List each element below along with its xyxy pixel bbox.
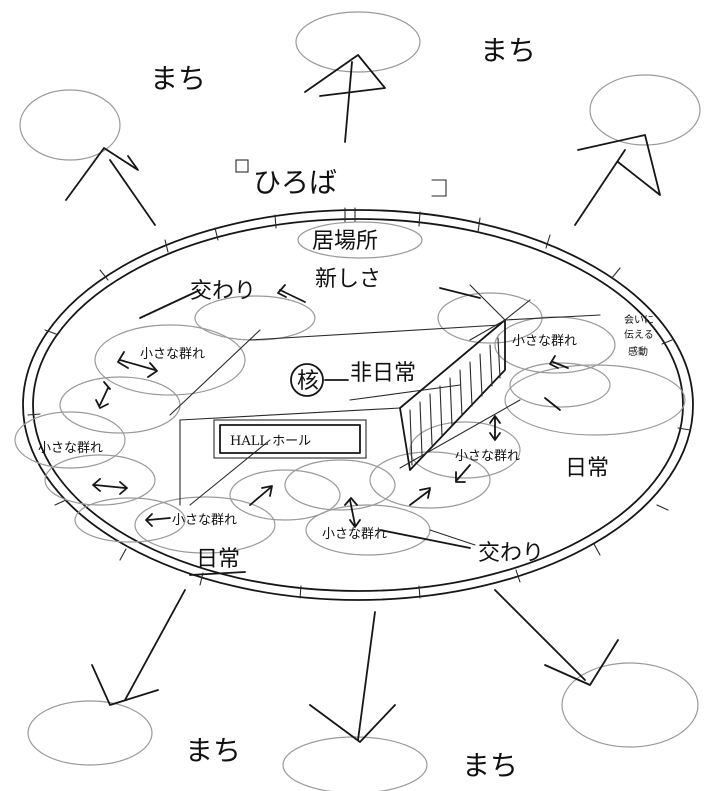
everyday-label-right: 日常 [565,456,609,481]
plaza-boundary [22,207,694,601]
cluster [509,362,611,408]
small-group-label: 小さな群れ [512,334,577,349]
hall-label: HALL ホール [230,434,311,449]
interaction-label-bottom: 交わり [478,541,544,566]
cluster [44,454,156,506]
arrow-top-right-head [577,134,661,196]
small-group-label: 小さな群れ [455,449,520,464]
town-circle-bottom-right [561,662,699,748]
line [399,399,521,469]
cluster [134,496,276,554]
line [504,314,601,321]
small-group-clusters [14,221,686,556]
cluster [14,411,126,469]
cluster [74,497,186,543]
emotion-label-1: 会いに [624,313,654,326]
double-arrow [344,497,361,528]
arrow-bottom-right-head [544,639,619,686]
line [249,324,501,341]
cluster [369,451,491,509]
double-arrows [92,284,569,576]
double-arrow [95,381,111,409]
small-group-label: 小さな群れ [172,513,237,528]
hall-box [219,424,361,454]
plaza-label: ひろば [253,166,337,199]
everyday-label-bottom: 日常 [196,547,240,572]
cluster [284,459,396,511]
small-group-label: 小さな群れ [38,441,103,456]
town-circle-top-right [589,74,701,146]
town-arrows [65,54,661,743]
line [429,529,476,546]
everyday-underline [189,571,246,576]
town-circle-bottom-left [27,700,153,766]
double-arrow [145,513,171,527]
town-label-bottom-left: まち [185,734,241,767]
double-arrow [455,464,471,483]
small-group-label: 小さな群れ [322,527,387,542]
cluster [59,376,181,434]
cluster [94,324,246,396]
double-arrow [549,355,569,369]
arrow-bottom-right-stem [494,589,586,681]
non-everyday-hatching [409,337,501,466]
arrow-top-right-stem [574,149,626,226]
core-circle [290,363,324,397]
new-label: 新しさ [315,267,381,292]
place-bubble [297,221,423,259]
town-label-top-right: まち [480,34,536,67]
double-arrow [544,397,561,411]
interaction-pointer-bottom [379,529,471,549]
non-everyday-label: 非日常 [350,361,416,386]
town-circle-bottom [282,736,428,791]
plaza-boundary-outer [22,209,694,601]
line [469,284,531,341]
town-label-top-left: まち [150,62,206,95]
double-arrow [117,351,158,378]
double-arrow [489,415,501,441]
town-circle-top [295,11,421,73]
arrow-bottom-left-head [91,664,159,706]
double-arrow [92,478,128,495]
arrow-top-stem [344,61,353,143]
cluster [409,421,521,479]
interaction-label-top: 交わり [190,279,256,304]
place-label: 居場所 [312,229,378,254]
emotion-label-3: 感動 [628,345,648,358]
town-label-bottom-right: まち [462,749,518,782]
structure-lines [169,159,601,546]
double-arrow [409,487,431,506]
boundary-tick-marks [27,207,691,599]
arrow-top-head [304,54,386,97]
hall-box-outline [213,419,367,459]
cluster [504,364,686,436]
double-arrow [277,284,306,303]
town-circles [19,11,701,791]
new-pointer [439,287,481,299]
line [169,329,261,416]
small-group-label: 小さな群れ [140,347,205,362]
core-label: 核 [297,369,319,394]
arrow-top-left-stem [109,159,156,226]
double-arrow [249,485,273,506]
plaza-boundary-inner [32,218,684,592]
line [349,384,461,401]
arrow-top-left-head [65,147,139,201]
labels: まち まち まち まち ひろば 居場所 新しさ 交わり 交わり 小さな群れ 小さ… [38,34,654,782]
arrow-bottom-stem [357,611,376,741]
line [189,439,271,506]
interaction-pointer [139,289,201,319]
plaza-checkbox [235,159,249,173]
line [179,407,401,421]
plaza-bracket [431,179,447,197]
town-circle-top-left [19,89,121,161]
arrow-bottom-left-stem [124,589,186,701]
cluster [229,469,341,521]
arrow-bottom-head [309,704,396,743]
emotion-label-2: 伝える [624,329,654,341]
non-everyday-volume [399,319,506,471]
